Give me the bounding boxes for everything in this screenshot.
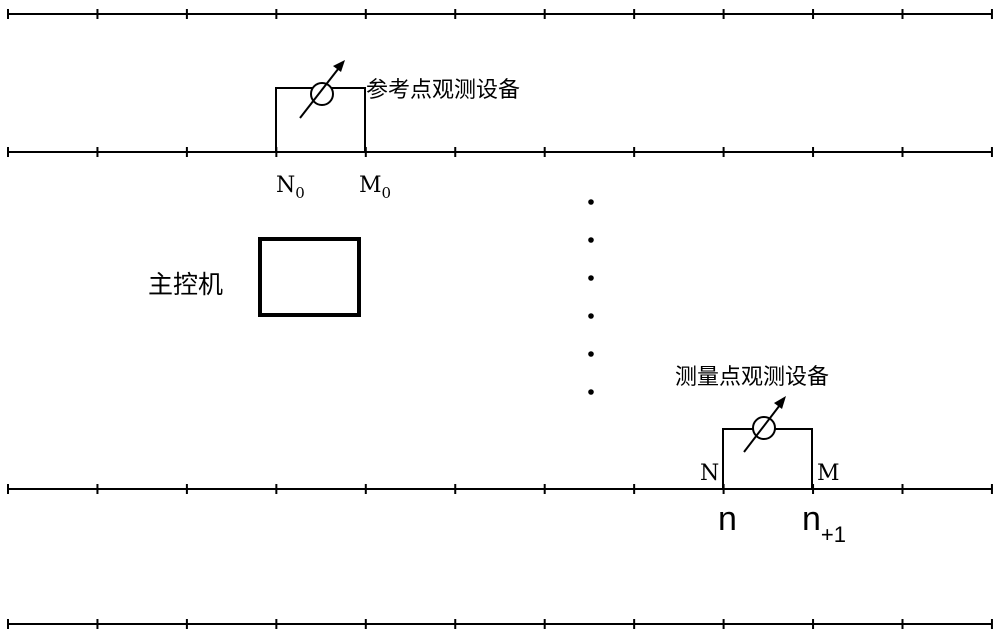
reference-device: 参考点观测设备 N0 M0 — [275, 60, 520, 202]
electrode-n-label: N — [700, 461, 719, 486]
ellipsis-dot — [588, 275, 594, 281]
reference-meter-arrow — [299, 63, 343, 119]
ellipsis-dot — [588, 313, 594, 319]
point-n-plus-1-label: n+1 — [802, 500, 846, 547]
ellipsis-dot — [588, 351, 594, 357]
reference-meter-arrowhead — [333, 60, 345, 72]
survey-lines — [7, 9, 993, 629]
host-label: 主控机 — [148, 270, 223, 299]
electrode-n0-label: N0 — [276, 173, 305, 202]
reference-meter-icon — [310, 82, 334, 106]
electrode-m-label: M — [817, 461, 840, 486]
ellipsis-dot — [588, 237, 594, 243]
point-n-label: n — [718, 500, 737, 538]
host-controller: 主控机 — [148, 237, 361, 317]
ellipsis-dot — [588, 199, 594, 205]
electrode-m0-label: M0 — [359, 173, 391, 202]
measurement-meter-arrow — [743, 400, 784, 453]
vertical-ellipsis — [588, 199, 594, 395]
measurement-meter-arrowhead — [774, 396, 786, 409]
measurement-device: 测量点观测设备 N M n n+1 — [675, 365, 846, 547]
reference-device-label: 参考点观测设备 — [366, 78, 520, 103]
host-box — [258, 237, 361, 317]
ellipsis-dot — [588, 389, 594, 395]
measurement-device-label: 测量点观测设备 — [675, 365, 829, 390]
